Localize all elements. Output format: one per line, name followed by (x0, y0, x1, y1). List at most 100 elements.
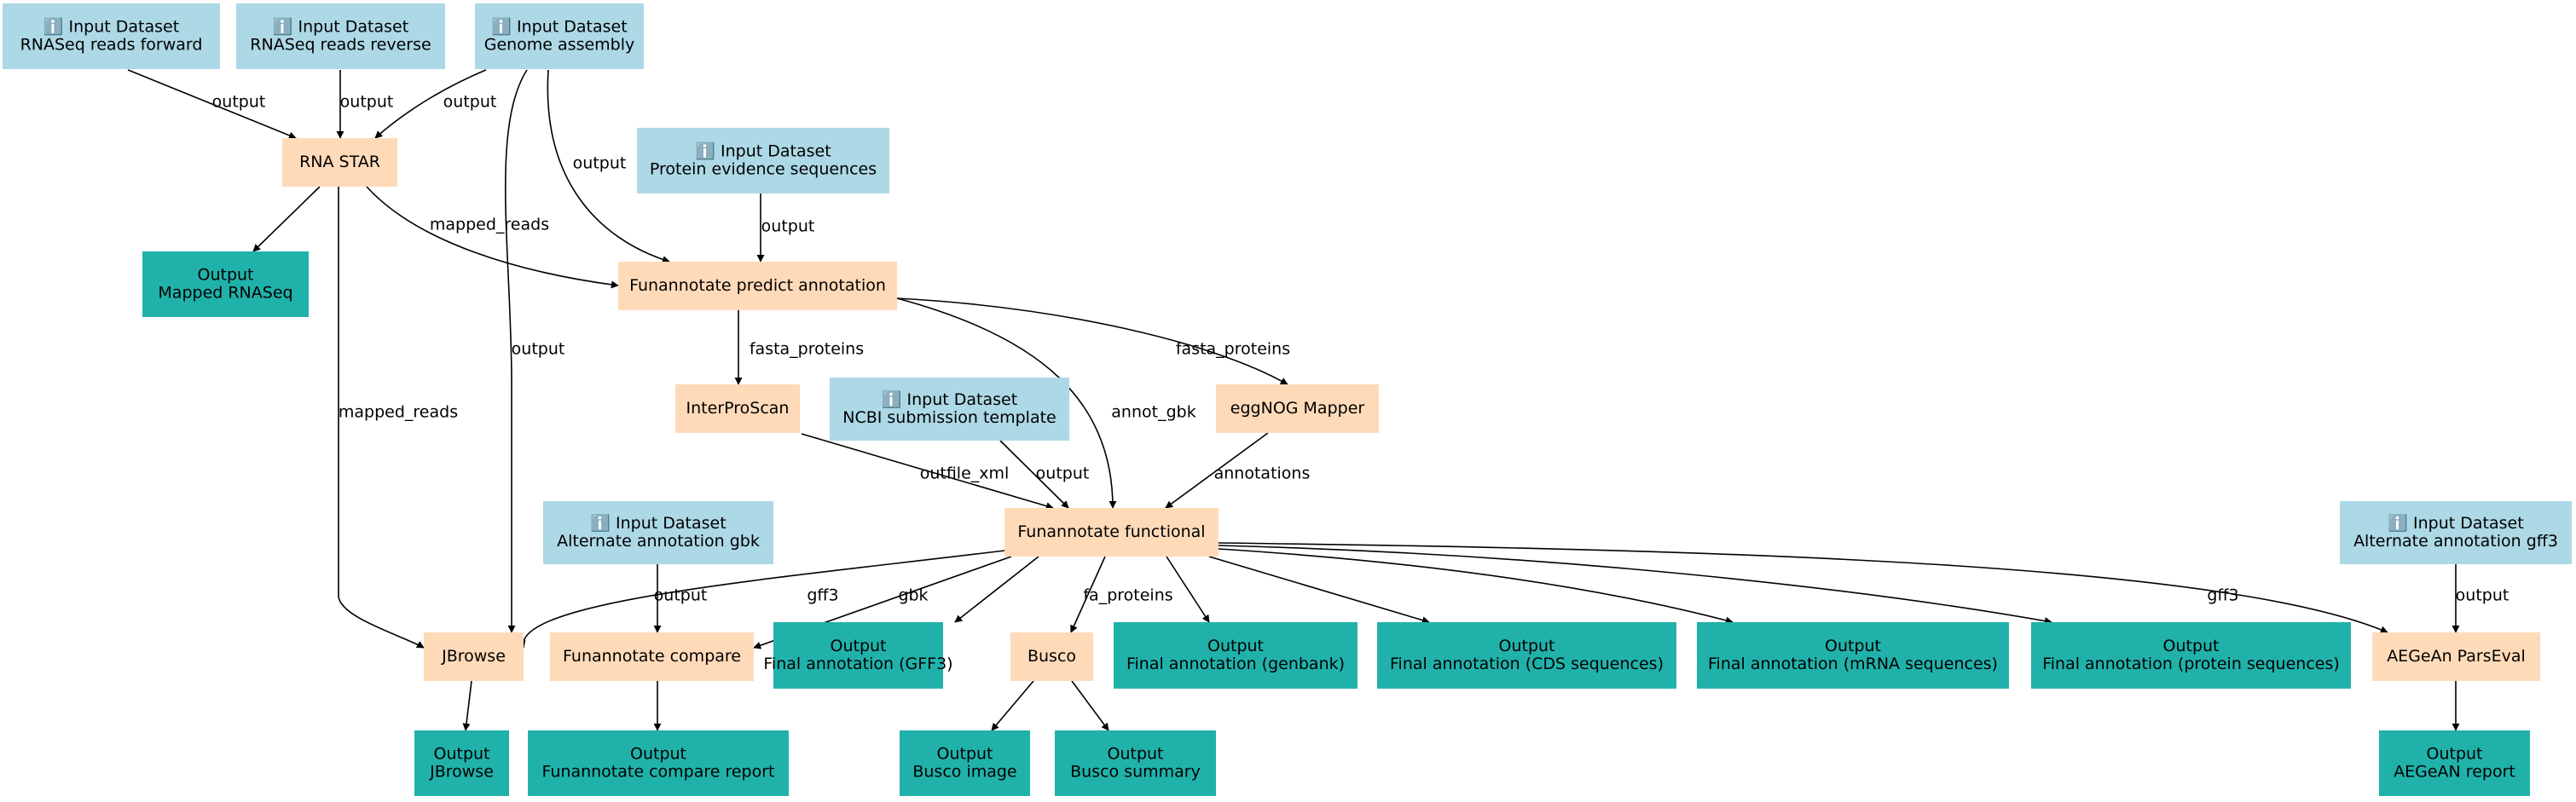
node-box (424, 632, 524, 681)
edge-label-mapped-reads: mapped_reads (339, 403, 458, 422)
node-label: Final annotation (mRNA sequences) (1708, 655, 1998, 673)
node-header: Output (434, 745, 490, 764)
node-label: JBrowse (441, 647, 506, 666)
node-label: InterProScan (686, 399, 790, 418)
node-header: ℹ️ Input Dataset (882, 389, 1017, 409)
edge-label-annot-gbk: annot_gbk (1111, 403, 1195, 422)
edge-label-output: output (212, 93, 266, 112)
edge-labels-layer: output output output output output mapped_rea… (212, 93, 2509, 605)
node-box (550, 632, 754, 681)
edge-label-outfile-xml: outfile_xml (920, 464, 1010, 483)
node-header: Output (1499, 637, 1555, 655)
edge-label-output: output (2456, 586, 2509, 605)
tool-node-predict: Funannotate predict annotation (618, 262, 897, 310)
edge-label-fasta-proteins: fasta_proteins (1176, 340, 1290, 359)
edge-functional-to-busco (1070, 556, 1106, 633)
node-header: ℹ️ Input Dataset (491, 17, 627, 37)
node-header: ℹ️ Input Dataset (2388, 513, 2523, 533)
edge-label-gbk: gbk (898, 586, 928, 605)
edge-label-fa-proteins: fa_proteins (1083, 586, 1172, 605)
node-label: Final annotation (protein sequences) (2042, 655, 2340, 673)
node-box (1010, 632, 1093, 681)
node-box (900, 730, 1030, 796)
tool-node-rnastar: RNA STAR (282, 138, 397, 187)
node-box (1114, 622, 1357, 689)
node-box (142, 251, 309, 317)
node-header: Output (2163, 637, 2220, 655)
node-header: Output (1825, 637, 1881, 655)
edge-label-output: output (761, 217, 815, 236)
node-header: Output (198, 266, 254, 285)
node-box (773, 622, 943, 689)
node-label: Funannotate predict annotation (629, 276, 886, 295)
node-label: JBrowse (429, 763, 494, 782)
node-box (2372, 632, 2540, 681)
edge-label-gff3: gff3 (2207, 586, 2238, 605)
edge-label-mapped-reads: mapped_reads (430, 216, 549, 234)
node-label: Funannotate functional (1017, 522, 1205, 541)
node-label: AEGeAn ParsEval (2387, 647, 2526, 666)
node-header: Output (937, 745, 993, 764)
node-header: ℹ️ Input Dataset (43, 17, 179, 37)
node-label: Mapped RNASeq (158, 284, 292, 303)
node-box (528, 730, 789, 796)
node-box (1004, 508, 1219, 557)
node-box (543, 501, 773, 564)
edge-interpro-to-functional (801, 433, 1054, 511)
node-label: Alternate annotation gbk (557, 532, 760, 551)
node-box (1697, 622, 2009, 689)
node-box (2379, 730, 2530, 796)
node-header: Output (831, 637, 887, 655)
edge-rnastar-to-out_mapped (252, 186, 321, 252)
edge-in_fwd-to-rnastar (127, 69, 297, 140)
node-label: Busco image (912, 763, 1016, 782)
tool-node-functional: Funannotate functional (1004, 508, 1219, 557)
edge-functional-to-out_prot (1218, 545, 2052, 626)
edge-rnastar-to-predict (366, 186, 619, 289)
tool-node-eggnog: eggNOG Mapper (1216, 384, 1379, 433)
edges-layer (127, 69, 2460, 731)
node-label: eggNOG Mapper (1230, 399, 1365, 418)
edge-in_genome-to-predict (547, 69, 670, 263)
edge-busco-to-out_busco_sum (1071, 680, 1109, 731)
edge-label-output: output (654, 586, 708, 605)
node-box (1377, 622, 1676, 689)
node-label: AEGeAN report (2394, 763, 2515, 782)
edge-functional-to-out_gff3 (954, 556, 1039, 623)
node-label: NCBI submission template (842, 408, 1056, 427)
node-label: Busco (1028, 647, 1076, 666)
node-box (675, 384, 800, 433)
node-label: Genome assembly (484, 36, 635, 55)
edge-in_ncbi-to-functional (999, 440, 1069, 509)
node-label: Funannotate compare report (541, 763, 774, 782)
node-label: Final annotation (genbank) (1126, 655, 1345, 673)
edge-label-output: output (512, 340, 565, 359)
node-box (475, 3, 644, 69)
tool-node-jbrowse: JBrowse (424, 632, 524, 681)
node-box (618, 262, 897, 310)
node-box (1216, 384, 1379, 433)
node-label: Final annotation (CDS sequences) (1390, 655, 1664, 673)
tool-node-interpro: InterProScan (675, 384, 800, 433)
edge-label-fasta-proteins: fasta_proteins (750, 340, 864, 359)
edge-functional-to-out_mrna (1218, 548, 1734, 625)
node-label: Busco summary (1070, 763, 1201, 782)
